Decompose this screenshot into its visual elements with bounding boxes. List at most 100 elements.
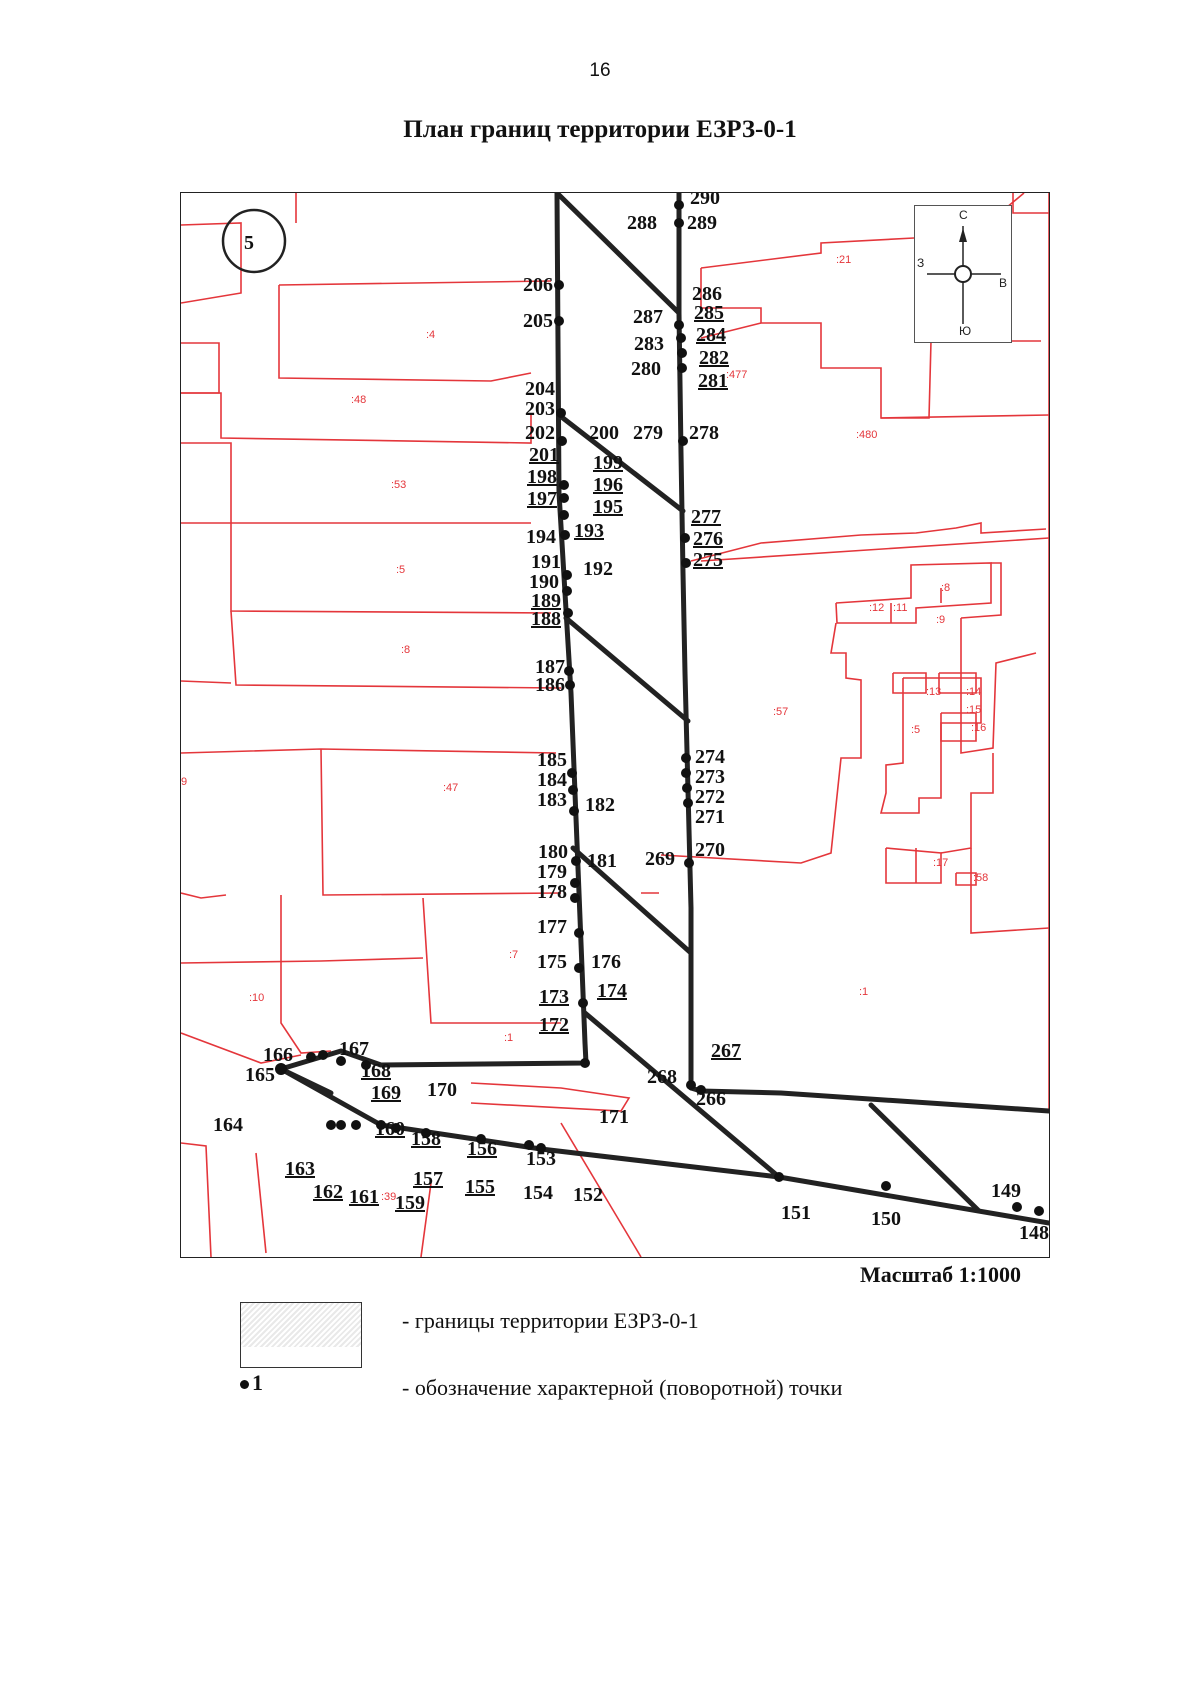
point-label: 172	[539, 1014, 569, 1036]
point-label: 151	[781, 1202, 811, 1224]
point-label: 153	[526, 1148, 556, 1170]
cadastral-label: :1	[504, 1032, 513, 1044]
cadastral-label: :1	[859, 986, 868, 998]
point-label: 188	[531, 608, 561, 630]
map-drawing: 5:21:4:477:48:480:53:5:8:12:11:9:8:57:13…	[181, 193, 1049, 1257]
compass-icon	[927, 226, 1001, 324]
point-label: 180	[538, 841, 568, 863]
scale-text: Масштаб 1:1000	[860, 1262, 1022, 1287]
point-label: 271	[695, 806, 725, 828]
legend-point-number: 1	[252, 1370, 263, 1395]
point-label: 169	[371, 1082, 401, 1104]
point-label: 186	[535, 674, 565, 696]
north-arrow: С Ю З В	[914, 205, 1012, 343]
point-label: 276	[693, 528, 723, 550]
compass-south: Ю	[959, 324, 972, 338]
point-label: 268	[647, 1066, 677, 1088]
sheet-number: 5	[244, 232, 254, 254]
cadastral-label: :5	[911, 724, 920, 736]
point-label: 201	[529, 444, 559, 466]
compass-east: В	[999, 276, 1008, 290]
point-label: 167	[339, 1038, 369, 1060]
point-label: 267	[711, 1040, 741, 1062]
cadastral-label: :8	[401, 644, 410, 656]
sheet-number-circle	[221, 208, 287, 274]
point-label: 181	[587, 850, 617, 872]
point-label: 203	[525, 398, 555, 420]
point-label: 191	[531, 551, 561, 573]
point-label: 202	[525, 422, 555, 444]
point-label: 164	[213, 1114, 243, 1136]
point-label: 277	[691, 506, 721, 528]
cadastral-label: :15	[966, 704, 981, 716]
legend-point-text: - обозначение характерной (поворотной) т…	[402, 1375, 843, 1400]
point-label: 178	[537, 881, 567, 903]
legend-boundary-swatch	[240, 1302, 362, 1368]
point-label: 266	[696, 1088, 726, 1110]
cadastral-label: 9	[181, 776, 187, 788]
point-label: 155	[465, 1176, 495, 1198]
point-label: 193	[574, 520, 604, 542]
point-label: 275	[693, 549, 723, 571]
point-label: 192	[583, 558, 613, 580]
point-label: 285	[694, 302, 724, 324]
point-label: 160	[375, 1118, 405, 1140]
point-label: 177	[537, 916, 567, 938]
point-label: 162	[313, 1181, 343, 1203]
point-label: 179	[537, 861, 567, 883]
point-label: 189	[531, 590, 561, 612]
point-label: 182	[585, 794, 615, 816]
page-number: 16	[589, 60, 611, 81]
point-label: 154	[523, 1182, 553, 1204]
point-label: 165	[245, 1064, 275, 1086]
point-label: 269	[645, 848, 675, 870]
point-label: 184	[537, 769, 567, 791]
point-label: 206	[523, 274, 553, 296]
point-label: 159	[395, 1192, 425, 1214]
cadastral-label: :21	[836, 254, 851, 266]
point-label: 279	[633, 422, 663, 444]
cadastral-label: :11	[893, 602, 907, 614]
cadastral-label: :13	[926, 686, 941, 698]
point-label: 278	[689, 422, 719, 444]
point-label: 152	[573, 1184, 603, 1206]
cadastral-label: :7	[509, 949, 518, 961]
point-label: 272	[695, 786, 725, 808]
point-label: 273	[695, 766, 725, 788]
point-label: 156	[467, 1138, 497, 1160]
boundary-points	[275, 200, 1044, 1216]
point-label: 158	[411, 1128, 441, 1150]
point-label: 290	[690, 193, 720, 209]
point-label: 284	[696, 324, 726, 346]
cadastral-label: :5	[396, 564, 405, 576]
cadastral-label: :9	[936, 614, 945, 626]
cadastral-label: :14	[966, 686, 981, 698]
point-label: 185	[537, 749, 567, 771]
point-label: 157	[413, 1168, 443, 1190]
point-label: 171	[599, 1106, 629, 1128]
point-label: 289	[687, 212, 717, 234]
point-label: 281	[698, 370, 728, 392]
point-label: 190	[529, 571, 559, 593]
point-label: 149	[991, 1180, 1021, 1202]
point-label: 194	[526, 526, 556, 548]
compass-west: З	[917, 256, 925, 270]
point-label: 183	[537, 789, 567, 811]
cadastral-label: :4	[426, 329, 435, 341]
point-label: 187	[535, 656, 565, 678]
cadastral-label: :39	[381, 1191, 396, 1203]
cadastral-label: :53	[391, 479, 406, 491]
point-label: 176	[591, 951, 621, 973]
cadastral-label: :16	[971, 722, 986, 734]
cadastral-label: :48	[351, 394, 366, 406]
point-label: 270	[695, 839, 725, 861]
point-label: 288	[627, 212, 657, 234]
cadastral-label: :47	[443, 782, 458, 794]
cadastral-label: :477	[726, 369, 747, 381]
point-label: 161	[349, 1186, 379, 1208]
cadastral-label: :58	[973, 872, 988, 884]
point-label: 196	[593, 474, 623, 496]
point-dot-icon	[240, 1380, 249, 1390]
point-label: 150	[871, 1208, 901, 1230]
point-label: 166	[263, 1044, 293, 1066]
